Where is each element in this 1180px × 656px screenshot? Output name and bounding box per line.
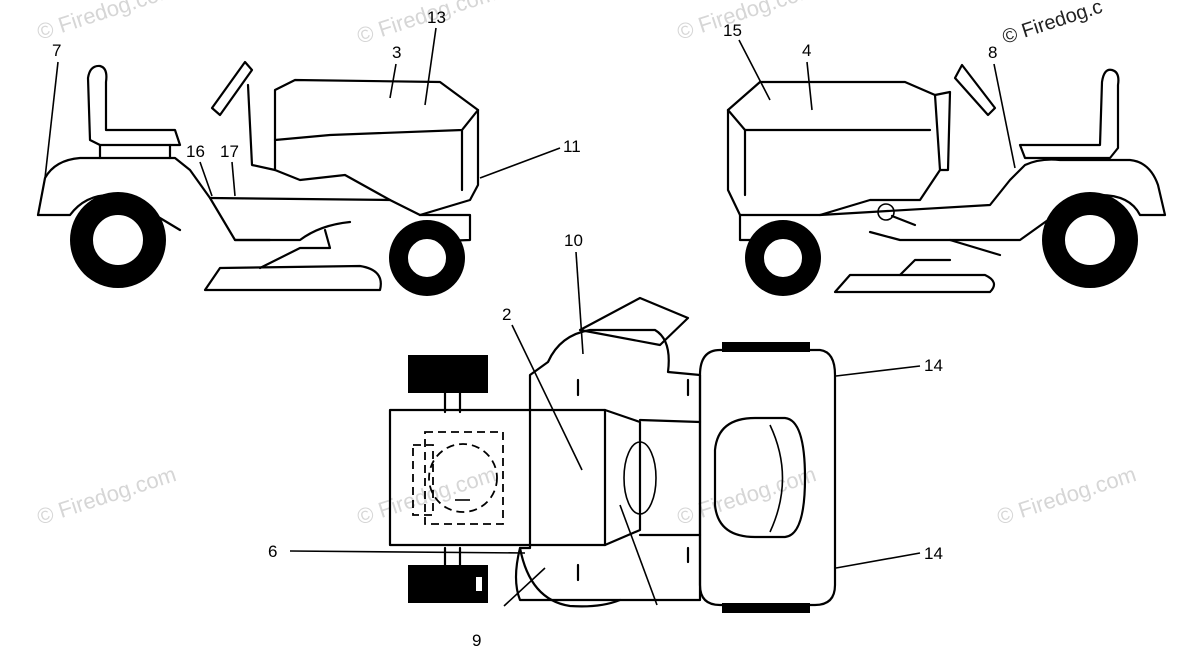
seat [86,64,182,147]
pedal-lever [890,214,917,227]
mower-deck-top [514,328,702,602]
leader-14-top [835,365,921,377]
seat-post [98,143,172,160]
mower-deck [833,273,996,294]
callout-17: 17 [220,142,239,161]
deck-marks [576,378,690,582]
front-tire-top [408,355,488,393]
leader-lower [619,504,658,606]
callout-15: 15 [723,21,742,40]
leader-16 [199,161,213,197]
callout-labels: 7 3 13 11 16 17 15 4 8 10 2 14 14 6 9 [52,8,997,650]
rear-hub [1063,213,1117,267]
watermark: © Firedog.com [674,461,819,529]
hood [726,80,942,217]
callout-10: 10 [564,231,583,250]
leader-7 [44,61,59,179]
callout-13: 13 [427,8,446,27]
dash [246,83,277,172]
leader-17 [231,161,236,197]
deck-linkage [258,228,332,270]
footrest [868,230,1002,257]
watermark: © Firedog.com [994,461,1139,529]
callout-11: 11 [563,137,581,156]
tractor-right-side-view [726,63,1167,296]
steering-wheel [210,60,254,117]
callout-6: 6 [268,542,277,561]
watermark: © Firedog.com [34,461,179,529]
hood [273,78,480,217]
front-hub [762,237,804,279]
hood-lower-edge [273,168,392,202]
callout-14-top: 14 [924,356,943,375]
footrest [233,220,352,242]
rear-tire-top [722,342,810,352]
leader-lines [44,27,1016,607]
seat [1018,68,1120,160]
leader-4 [806,61,813,111]
discharge-chute [578,296,690,347]
seat-back-line [769,424,784,533]
leader-13 [424,27,437,106]
steering-wheel [953,63,997,117]
axle [443,391,462,567]
engine-outline [424,431,504,525]
callout-8: 8 [988,43,997,62]
callout-3: 3 [392,43,401,62]
watermark: © Firedog.com [34,0,179,45]
front-tire-bottom [408,565,488,603]
leader-2 [511,324,583,471]
callout-9: 9 [472,631,481,650]
deck-edge [518,546,622,608]
rear-fender [36,156,272,242]
pedal-knob [877,203,895,221]
leader-11 [479,147,561,179]
tractor-left-side-view [36,60,480,296]
rear-tire-bottom [722,603,810,613]
watermark: © Firedog.com [354,461,499,529]
hood-line [726,108,932,132]
tractor-top-view [388,296,837,613]
callout-14-bottom: 14 [924,544,943,563]
tire-valve [476,577,482,591]
seat-top [713,416,807,539]
callout-16: 16 [186,142,205,161]
leader-6 [289,550,526,554]
leader-10 [575,251,584,355]
dash-top [638,418,702,537]
watermark-corner: © Firedog.c [1000,0,1105,49]
hood-line [273,108,480,142]
engine-side [412,444,434,516]
callout-7: 7 [52,41,61,60]
callout-4: 4 [802,41,811,60]
watermark: © Firedog.com [674,0,819,45]
callout-2: 2 [502,305,511,324]
dash [933,90,952,172]
leader-15 [738,39,771,101]
leader-3 [389,63,397,99]
deck-linkage [898,258,952,277]
front-hub [406,237,448,279]
leader-9 [503,567,546,607]
leader-8 [993,63,1016,169]
mower-deck [203,264,382,292]
hood-top [388,408,642,547]
steering-wheel-top [623,441,657,515]
rear-hub [91,213,145,267]
engine-flywheel [428,443,498,513]
leader-14-bottom [835,552,921,569]
rear-fender-top [698,348,837,607]
